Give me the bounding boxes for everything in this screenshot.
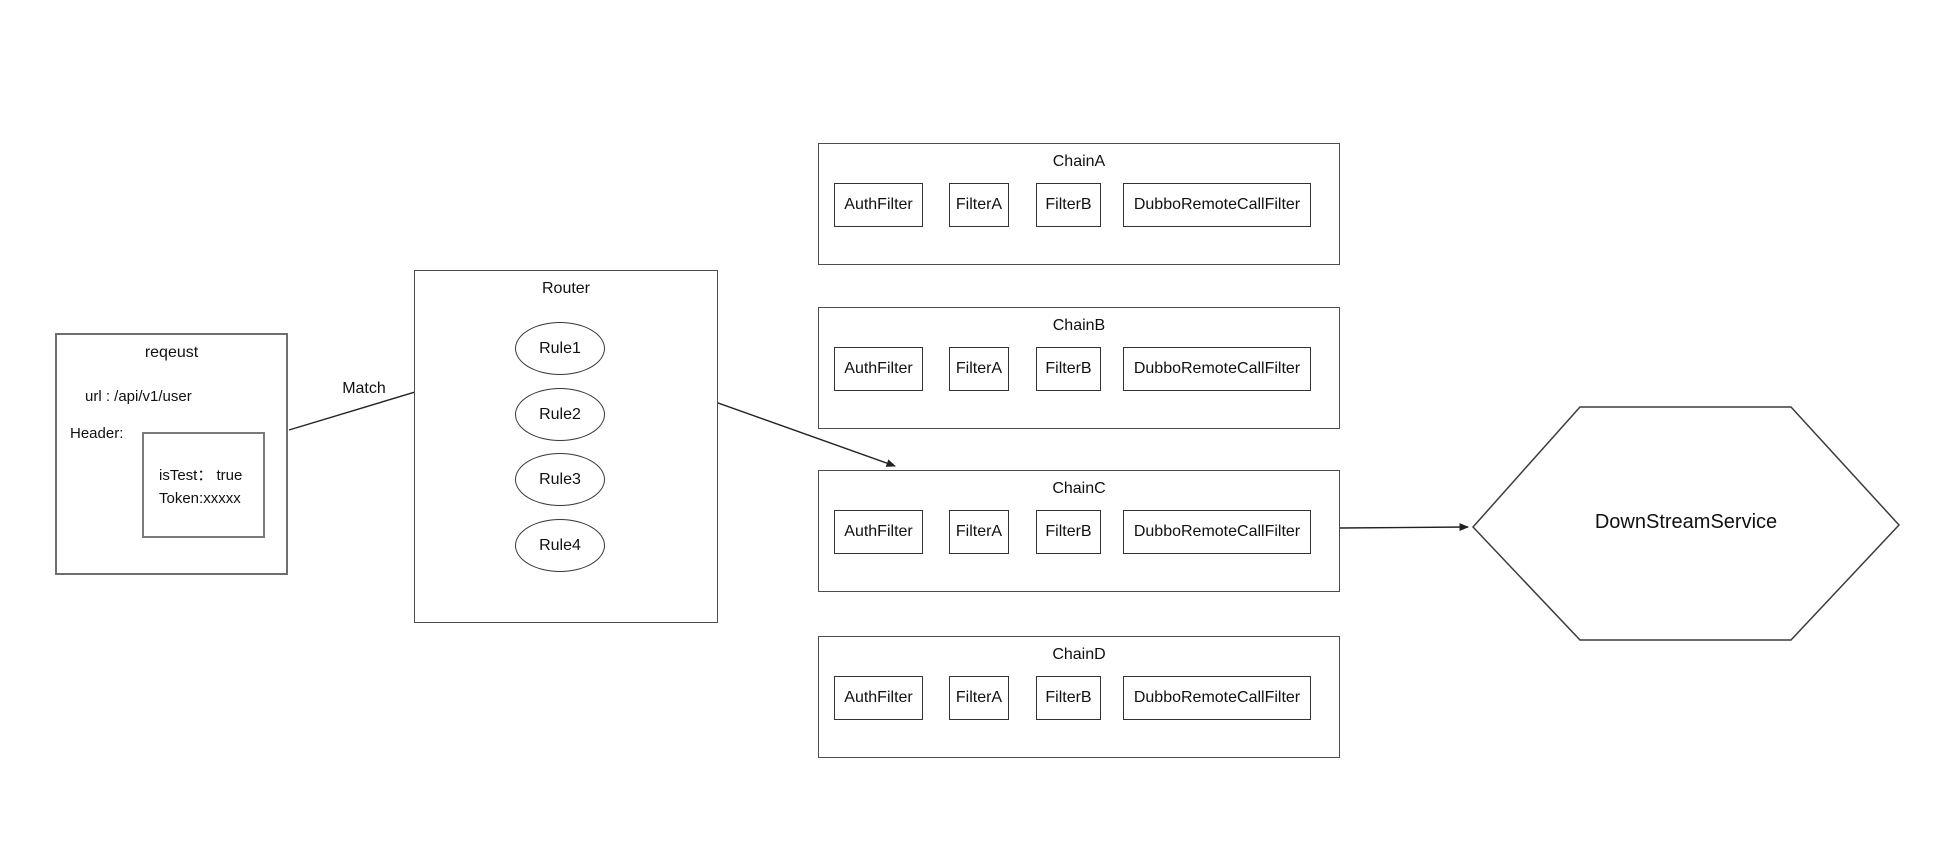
chain-b-node: ChainB AuthFilter FilterA FilterB DubboR… [818, 307, 1340, 429]
request-node: reqeust url : /api/v1/user Header: isTes… [55, 333, 288, 575]
chain-c-authfilter: AuthFilter [834, 510, 923, 554]
chain-b-filtera: FilterA [949, 347, 1009, 391]
chain-b-dubboremotecallfilter: DubboRemoteCallFilter [1123, 347, 1311, 391]
chain-b-title: ChainB [1052, 317, 1106, 334]
chain-c-node: ChainC AuthFilter FilterA FilterB DubboR… [818, 470, 1340, 592]
chainc-to-downstream-arrow [1339, 523, 1469, 532]
chain-a-filterb: FilterB [1036, 183, 1101, 227]
chain-c-title: ChainC [1052, 480, 1106, 497]
chain-b-filterb: FilterB [1036, 347, 1101, 391]
chain-a-title: ChainA [1052, 153, 1106, 170]
rule1-node: Rule1 [515, 322, 605, 375]
chain-d-filtera: FilterA [949, 676, 1009, 720]
chain-d-node: ChainD AuthFilter FilterA FilterB DubboR… [818, 636, 1340, 758]
request-url-text: url : /api/v1/user [85, 388, 192, 405]
header-field-token: Token:xxxxx [159, 490, 241, 507]
match-arrow-label: Match [342, 380, 386, 397]
downstream-service-label: DownStreamService [1594, 511, 1778, 533]
chain-d-dubboremotecallfilter: DubboRemoteCallFilter [1123, 676, 1311, 720]
rule4-node: Rule4 [515, 519, 605, 572]
chain-a-filtera: FilterA [949, 183, 1009, 227]
request-header-box: isTest： true Token:xxxxx [142, 432, 265, 538]
chain-d-authfilter: AuthFilter [834, 676, 923, 720]
chain-a-authfilter: AuthFilter [834, 183, 923, 227]
router-node: Router Rule1 Rule2 Rule3 Rule4 [414, 270, 718, 623]
router-title: Router [541, 280, 591, 297]
downstream-hexagon [1471, 406, 1901, 641]
chain-d-title: ChainD [1052, 646, 1106, 663]
chain-d-filterb: FilterB [1036, 676, 1101, 720]
chain-c-filterb: FilterB [1036, 510, 1101, 554]
request-header-label: Header: [70, 425, 124, 442]
chain-a-node: ChainA AuthFilter FilterA FilterB DubboR… [818, 143, 1340, 265]
request-title: reqeust [144, 344, 199, 361]
header-field-istest: isTest： true [159, 467, 243, 484]
rule3-node: Rule3 [515, 453, 605, 506]
rule2-node: Rule2 [515, 388, 605, 441]
chain-c-dubboremotecallfilter: DubboRemoteCallFilter [1123, 510, 1311, 554]
chain-b-authfilter: AuthFilter [834, 347, 923, 391]
chain-c-filtera: FilterA [949, 510, 1009, 554]
chain-a-dubboremotecallfilter: DubboRemoteCallFilter [1123, 183, 1311, 227]
